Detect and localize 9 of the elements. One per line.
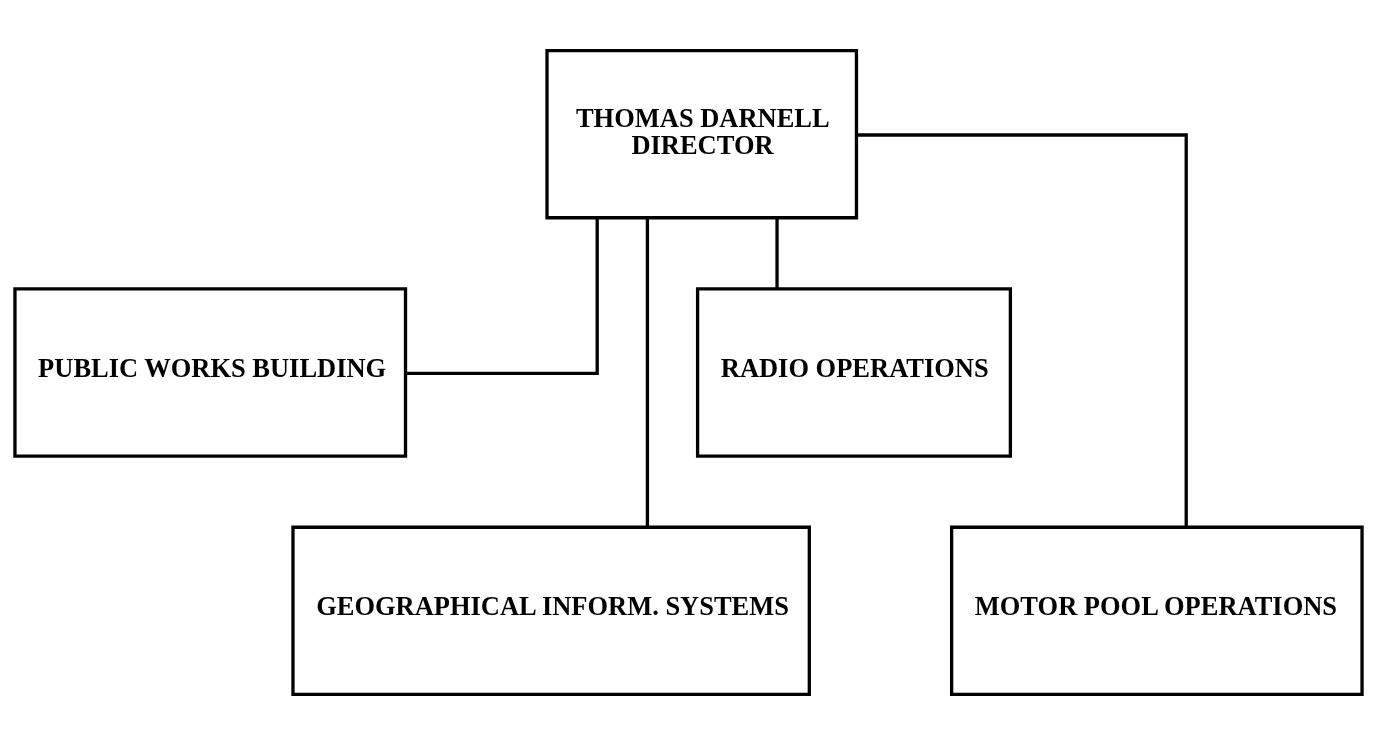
node-box: PUBLIC WORKS BUILDING [13,287,408,458]
node-box: GEOGRAPHICAL INFORM. SYSTEMS [291,525,811,697]
connector [775,218,779,289]
connector [406,217,599,375]
node-box: MOTOR POOL OPERATIONS [949,525,1364,697]
node-box: RADIO OPERATIONS [695,287,1013,458]
connector [857,133,1188,527]
node-box: THOMAS DARNELL DIRECTOR [545,48,859,220]
connector [645,218,650,527]
